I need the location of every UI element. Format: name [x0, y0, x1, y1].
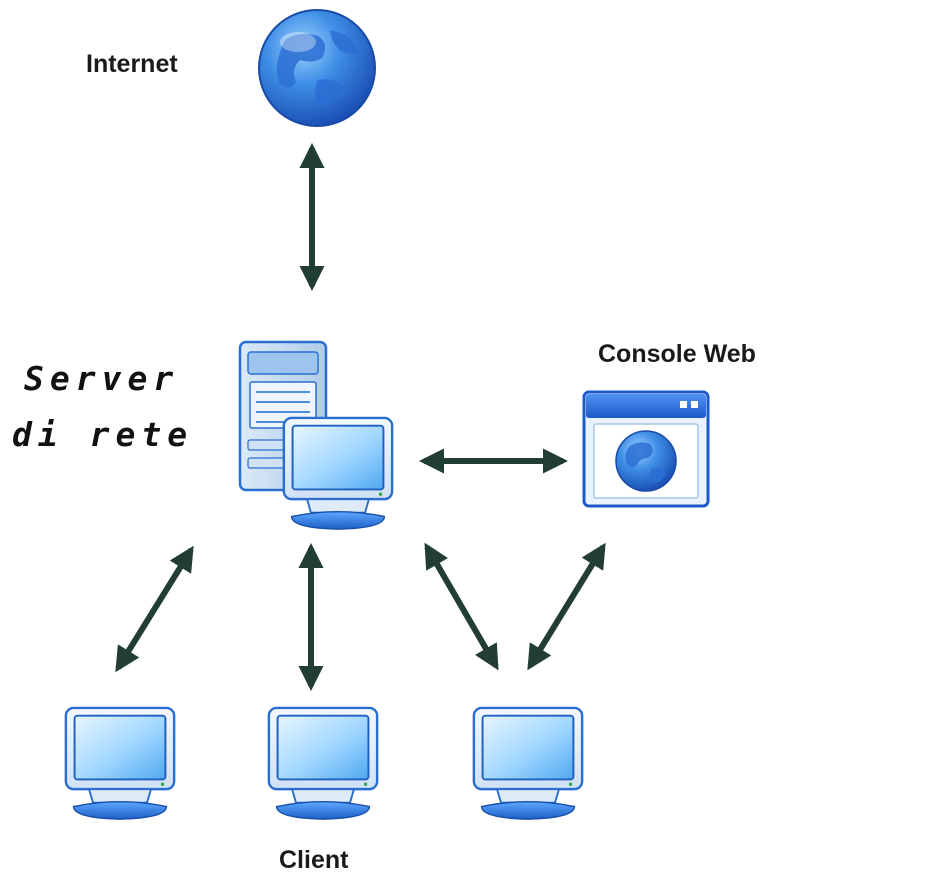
- console-client3-arrow: [527, 542, 606, 671]
- console-web-label: Console Web: [598, 340, 756, 368]
- client-label: Client: [279, 846, 349, 874]
- server-client3-arrow: [424, 542, 499, 671]
- server-client1-arrow: [115, 545, 194, 673]
- server-label-line2: di rete: [12, 415, 193, 454]
- globe-icon: [258, 9, 376, 127]
- internet-label: Internet: [86, 50, 178, 78]
- client-1-monitor-icon: [64, 706, 176, 821]
- client-2-monitor-icon: [267, 706, 379, 821]
- web-console-window-icon: [582, 390, 710, 508]
- server-label-line1: Server: [24, 359, 179, 398]
- server-workstation-icon: [238, 340, 394, 531]
- client-3-monitor-icon: [472, 706, 584, 821]
